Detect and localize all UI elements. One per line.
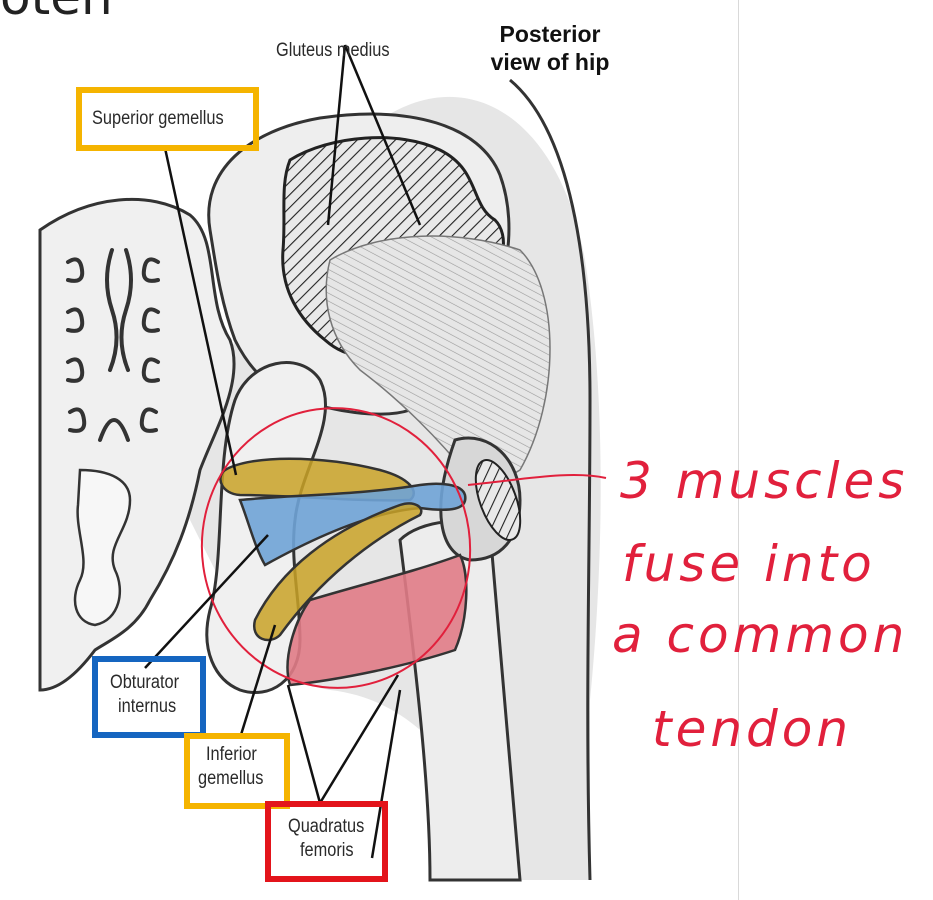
leader-lines <box>144 44 422 859</box>
annotation-line2: fuse into <box>622 535 876 593</box>
inferior-gemellus-box <box>184 733 290 809</box>
sacral-foramina <box>66 248 160 442</box>
trochanter-tendon-insertion <box>474 459 522 541</box>
coccyx <box>73 468 132 627</box>
quadratus-femoris-muscle <box>286 553 468 687</box>
annotation-line4: tendon <box>652 700 853 758</box>
thigh-outline <box>509 78 592 881</box>
superior-gemellus-label: Superior gemellus <box>92 108 224 129</box>
obturator-internus-box <box>92 656 206 738</box>
annotation-circle <box>200 407 472 689</box>
obturator-internus-label-line2: internus <box>118 696 177 717</box>
annotation-line1: 3 muscles <box>620 452 909 510</box>
obturator-internus-label-line1: Obturator <box>110 672 180 693</box>
inferior-gemellus-label-line1: Inferior <box>206 744 257 765</box>
gluteus-medius-label: Gluteus medius <box>276 40 390 61</box>
quadratus-femoris-label-line1: Quadratus <box>288 816 365 837</box>
annotation-connector <box>467 474 607 486</box>
quadratus-femoris-label-line2: femoris <box>300 840 354 861</box>
inferior-gemellus-muscle <box>252 502 423 642</box>
quadratus-femoris-box <box>265 801 388 882</box>
superior-gemellus-box <box>76 87 259 151</box>
notes-pane <box>738 0 933 900</box>
diagram-title-line2: view of hip <box>490 49 610 75</box>
annotation-line3: a common <box>612 606 909 664</box>
diagram-title-line1: Posterior <box>499 21 601 47</box>
sacrum-bone <box>38 197 236 692</box>
diagram-title: Posterior view of hip <box>462 20 638 76</box>
slide-title-fragment: oten <box>0 0 113 26</box>
inferior-gemellus-label-line2: gemellus <box>198 768 264 789</box>
